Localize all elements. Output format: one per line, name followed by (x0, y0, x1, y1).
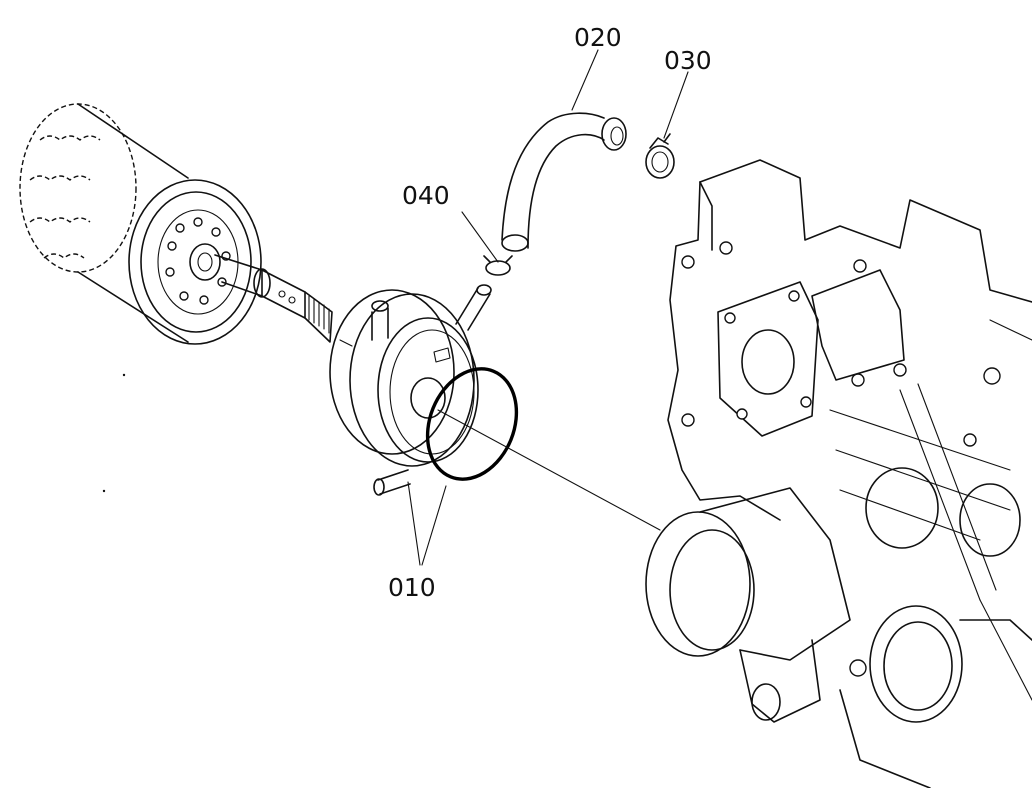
label-030: 030 (664, 46, 712, 75)
hose-clip-030 (645, 133, 675, 179)
engine-block (645, 159, 1032, 788)
oil-filter (19, 103, 262, 345)
oil-cooler (329, 284, 492, 496)
center-bolt (214, 254, 333, 343)
label-010: 010 (388, 573, 436, 602)
hose (501, 112, 627, 252)
hose-clip-040 (483, 255, 513, 276)
leader-lines (339, 49, 689, 566)
label-040: 040 (402, 181, 450, 210)
label-020: 020 (574, 23, 622, 52)
o-ring (425, 367, 519, 481)
